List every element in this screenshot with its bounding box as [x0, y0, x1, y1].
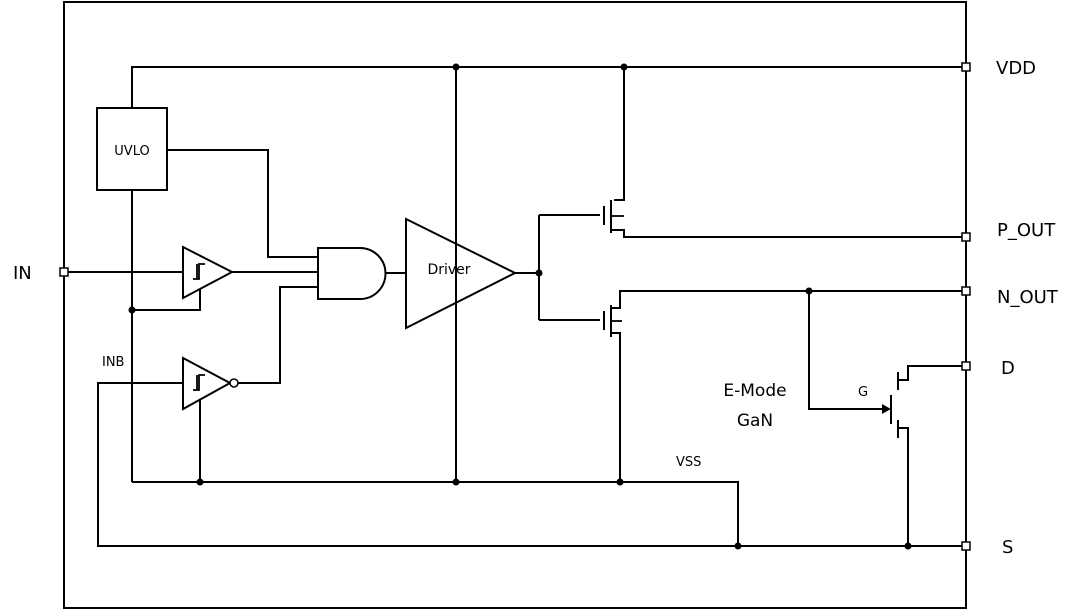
driver-block	[405, 217, 518, 330]
driver-label: Driver	[427, 262, 470, 278]
gan-gate-label: G	[858, 385, 868, 400]
vss-label: VSS	[676, 455, 701, 470]
inverter-output-wire	[238, 286, 318, 384]
chip-outline	[63, 1, 967, 609]
uvlo-output-wire	[167, 149, 318, 258]
hysteresis-icon	[193, 263, 205, 280]
gan-label-line2: GaN	[737, 411, 773, 431]
junction-dots	[128, 63, 912, 550]
hysteresis-icon-2	[193, 374, 205, 391]
inb-label: INB	[102, 355, 124, 370]
pin-s	[961, 541, 971, 551]
pin-d	[961, 361, 971, 371]
junction-dot	[805, 287, 813, 295]
inb-wire	[97, 382, 966, 547]
uvlo-label: UVLO	[114, 144, 149, 159]
junction-dot	[616, 478, 624, 486]
schmitt-inverter	[182, 356, 233, 411]
gan-gate-wire	[808, 291, 884, 410]
pin-label-n-out: N_OUT	[997, 287, 1059, 308]
pin-label-d: D	[1001, 358, 1015, 379]
vss-rail	[132, 481, 739, 546]
vdd-rail	[131, 66, 966, 108]
gan-source-wire	[897, 420, 909, 546]
junction-dot	[734, 542, 742, 550]
pmos-source-wire	[614, 67, 625, 201]
gan-gate-arrow	[882, 404, 891, 414]
inverter-bubble	[229, 378, 239, 388]
junction-dot	[196, 478, 204, 486]
pin-in	[59, 267, 69, 277]
nmos-drain-wire	[611, 290, 966, 309]
junction-dot	[128, 306, 136, 314]
pin-vdd	[961, 62, 971, 72]
pin-label-in: IN	[13, 263, 32, 284]
schmitt-buffer	[182, 245, 235, 300]
pin-p-out	[961, 232, 971, 242]
junction-dot	[620, 63, 628, 71]
gan-label-line1: E-Mode	[723, 381, 786, 401]
junction-dot	[904, 542, 912, 550]
gan-drain-wire	[897, 365, 966, 390]
pin-n-out	[961, 286, 971, 296]
pmos-drain-wire	[611, 229, 966, 238]
pin-label-s: S	[1002, 537, 1013, 558]
pin-label-vdd: VDD	[996, 58, 1036, 79]
junction-dot	[452, 63, 460, 71]
buffer-vss-wire	[132, 289, 201, 311]
and-gate	[317, 247, 387, 300]
junction-dot	[452, 478, 460, 486]
junction-dot	[535, 269, 543, 277]
pin-label-p-out: P_OUT	[997, 220, 1056, 241]
nmos-source-wire	[611, 332, 621, 482]
